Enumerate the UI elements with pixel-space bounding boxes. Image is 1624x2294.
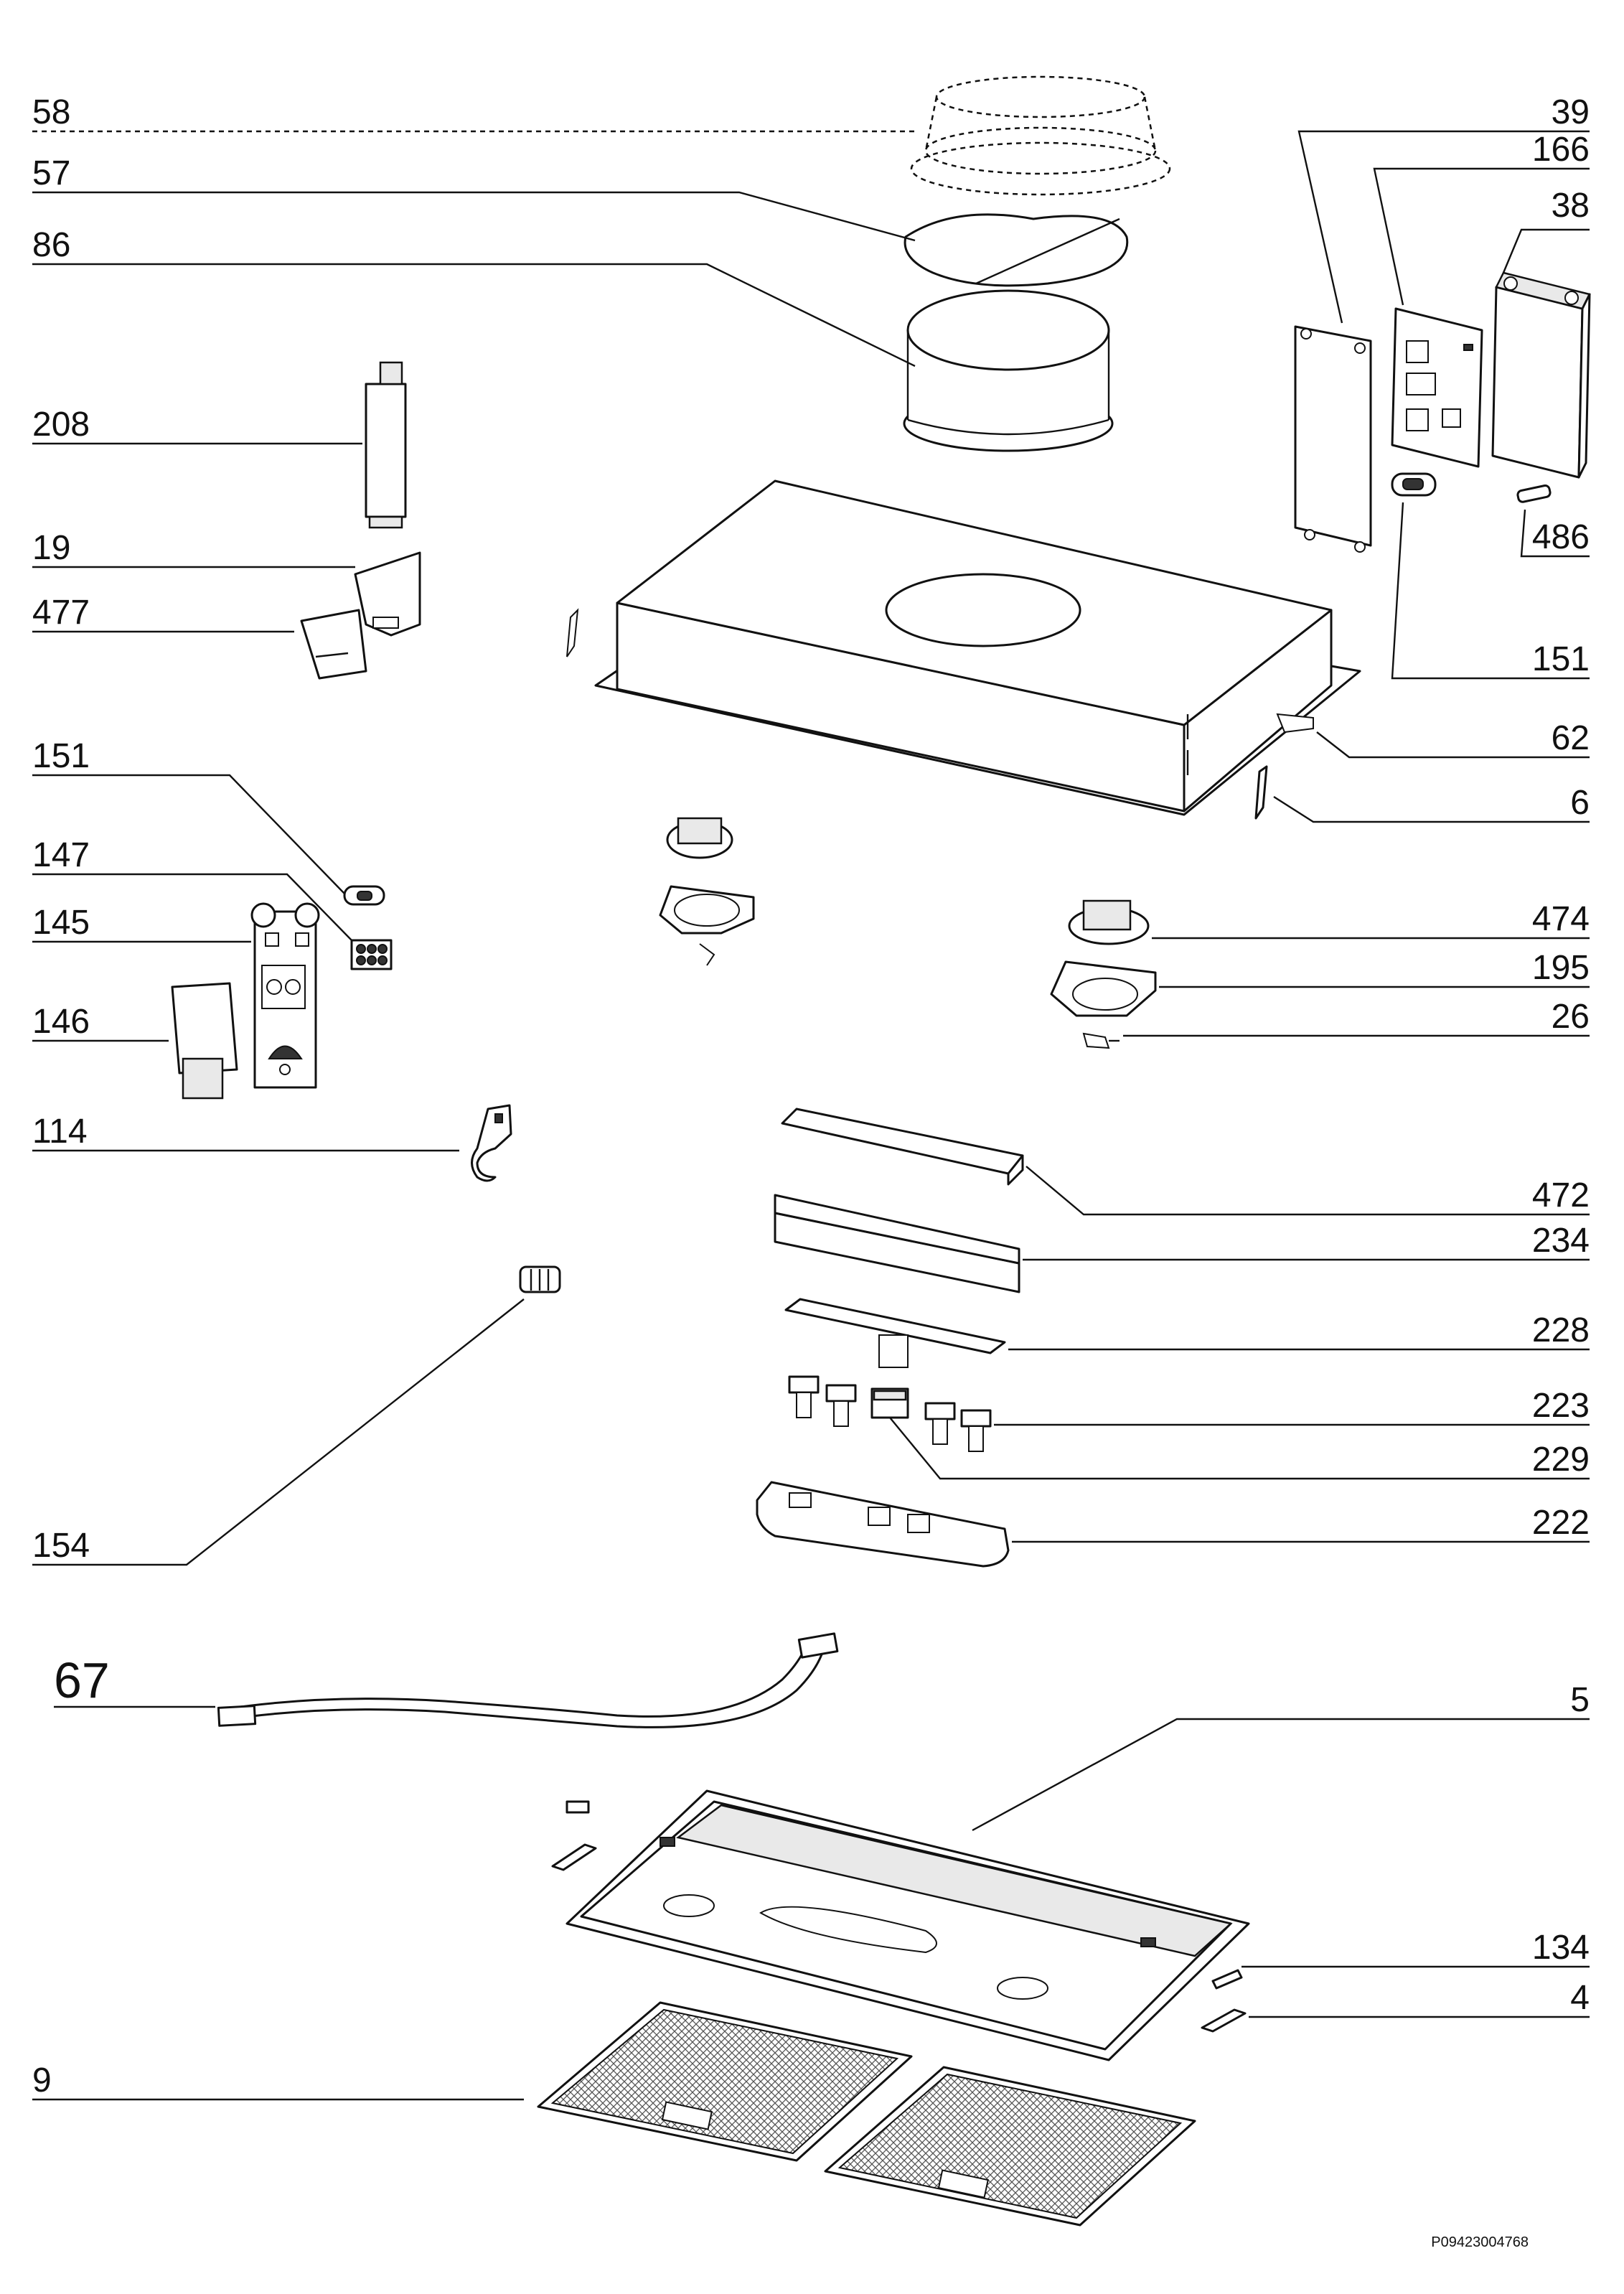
part-6-clip <box>1254 765 1268 820</box>
part-57-flap-valve <box>903 213 1129 287</box>
callout-26: 26 <box>1552 998 1590 1036</box>
part-motor-left <box>659 817 755 966</box>
part-146-cover <box>171 982 238 1100</box>
part-229-knob <box>870 1387 909 1419</box>
callout-486: 486 <box>1532 518 1590 556</box>
callout-223: 223 <box>1532 1387 1590 1425</box>
callout-222: 222 <box>1532 1504 1590 1542</box>
part-151-clamp-right <box>1391 472 1437 497</box>
part-223-buttons <box>788 1375 992 1452</box>
part-26-connector <box>1082 1032 1120 1049</box>
part-134-clip <box>1211 1969 1243 1990</box>
part-486-fuse <box>1516 484 1552 503</box>
part-58-duct-adapter <box>910 75 1171 196</box>
part-208-capacitor <box>365 361 407 529</box>
part-19-bracket <box>354 551 421 637</box>
callout-472: 472 <box>1532 1176 1590 1214</box>
part-9-filters <box>537 2001 1196 2227</box>
callout-5: 5 <box>1570 1681 1590 1719</box>
part-67-ribbon-cable <box>217 1632 839 1728</box>
callout-67: 67 <box>54 1652 110 1708</box>
part-154-cap <box>519 1265 561 1293</box>
callout-474: 474 <box>1532 900 1590 938</box>
leader-lines <box>32 130 1590 2101</box>
part-234-bracket <box>774 1194 1020 1293</box>
callout-154: 154 <box>32 1527 90 1565</box>
callout-6: 6 <box>1570 784 1590 822</box>
callout-86: 86 <box>32 226 70 264</box>
callout-228: 228 <box>1532 1311 1590 1349</box>
part-4-clip <box>1201 2008 1247 2033</box>
part-38-housing <box>1491 271 1591 479</box>
callout-151-left: 151 <box>32 737 90 775</box>
callout-151-right: 151 <box>1532 640 1590 678</box>
part-145-switch-housing <box>250 902 320 1089</box>
part-222-control-panel <box>756 1481 1010 1568</box>
callout-62: 62 <box>1552 719 1590 757</box>
part-147-terminal-block <box>350 939 393 970</box>
callout-39: 39 <box>1552 93 1590 131</box>
part-5-bottom-frame <box>551 1789 1250 2061</box>
part-166-circuit-board <box>1391 307 1483 468</box>
part-472-rail <box>781 1108 1024 1186</box>
callout-166: 166 <box>1532 131 1590 169</box>
part-195-motor-plate <box>1050 960 1157 1017</box>
callout-134: 134 <box>1532 1929 1590 1967</box>
callout-58: 58 <box>32 93 70 131</box>
callout-114: 114 <box>32 1113 88 1151</box>
part-477-cover <box>300 609 367 680</box>
callout-57: 57 <box>32 154 70 192</box>
callout-234: 234 <box>1532 1222 1590 1260</box>
callout-229: 229 <box>1532 1441 1590 1479</box>
callout-19: 19 <box>32 529 70 567</box>
callout-labels: 58 57 86 208 19 477 151 147 145 146 114 … <box>32 93 1590 2250</box>
part-151-clamp <box>343 885 385 906</box>
part-hood-body <box>566 479 1361 816</box>
callout-145: 145 <box>32 904 90 942</box>
part-228-bar <box>784 1298 1006 1368</box>
part-86-duct-collar <box>903 289 1114 452</box>
callout-4: 4 <box>1570 1979 1590 2017</box>
callout-477: 477 <box>32 594 90 632</box>
callout-9: 9 <box>32 2061 52 2099</box>
part-474-motor <box>1068 899 1150 945</box>
callout-195: 195 <box>1532 949 1590 987</box>
callout-147: 147 <box>32 836 90 874</box>
drawing-code: P09423004768 <box>1431 2234 1529 2250</box>
callout-38: 38 <box>1552 187 1590 225</box>
part-39-cover-plate <box>1294 325 1372 553</box>
callout-208: 208 <box>32 406 90 444</box>
callout-146: 146 <box>32 1003 90 1041</box>
part-114-clip <box>471 1104 512 1182</box>
